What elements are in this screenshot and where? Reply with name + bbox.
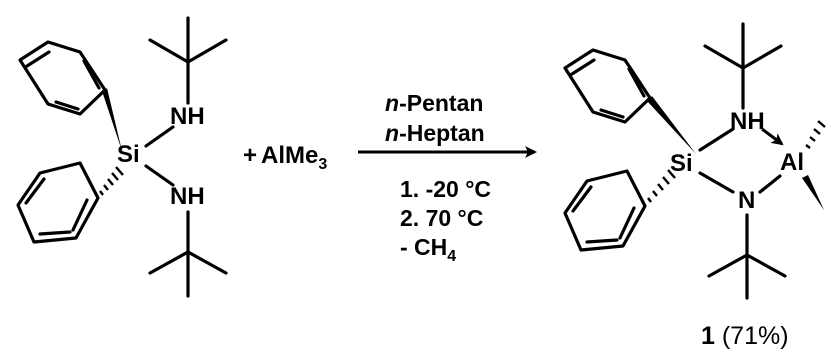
product-molecule: Si NH N Al 1 (7 xyxy=(563,22,826,350)
reagent-almes: + AlMe3 xyxy=(243,142,327,173)
reaction-arrow-group: n-Pentan n-Heptan 1. -20 °C 2. 70 °C - C… xyxy=(358,90,537,265)
reagent-name: AlMe3 xyxy=(261,142,327,173)
tert-butyl-lower xyxy=(148,210,228,298)
solvent-2: n-Heptan xyxy=(385,120,485,146)
phenyl-ring-upper xyxy=(18,40,107,116)
wedge-bond xyxy=(103,88,122,151)
product-atom-nh: NH xyxy=(730,108,765,135)
condition-byproduct: - CH4 xyxy=(400,234,456,265)
product-atom-n: N xyxy=(738,187,755,214)
al-methyl-wedge xyxy=(802,175,824,210)
al-methyl-hashed xyxy=(805,120,826,149)
phenyl-ring-lower xyxy=(16,161,100,244)
condition-step-1: 1. -20 °C xyxy=(400,176,491,202)
product-label: 1 (71%) xyxy=(701,322,789,350)
hashed-bond xyxy=(99,166,124,196)
reactant-molecule: Si NH NH xyxy=(16,16,228,298)
atom-nh-top: NH xyxy=(170,103,205,130)
plus-sign: + xyxy=(243,142,257,169)
atom-si: Si xyxy=(117,141,140,168)
product-wedge-bond xyxy=(648,96,696,154)
solvent-1: n-Pentan xyxy=(385,90,483,116)
product-tert-butyl-lower xyxy=(707,213,787,300)
product-atom-al: Al xyxy=(780,149,804,176)
product-tert-butyl-upper xyxy=(703,22,783,110)
condition-step-2: 2. 70 °C xyxy=(400,205,483,231)
product-hashed-bond xyxy=(647,169,676,203)
atom-nh-bottom: NH xyxy=(170,183,205,210)
dative-bond xyxy=(761,127,784,146)
product-phenyl-ring-upper xyxy=(563,48,652,124)
product-phenyl-ring-lower xyxy=(563,169,647,252)
product-atom-si: Si xyxy=(670,150,693,177)
tert-butyl-upper xyxy=(148,16,228,105)
